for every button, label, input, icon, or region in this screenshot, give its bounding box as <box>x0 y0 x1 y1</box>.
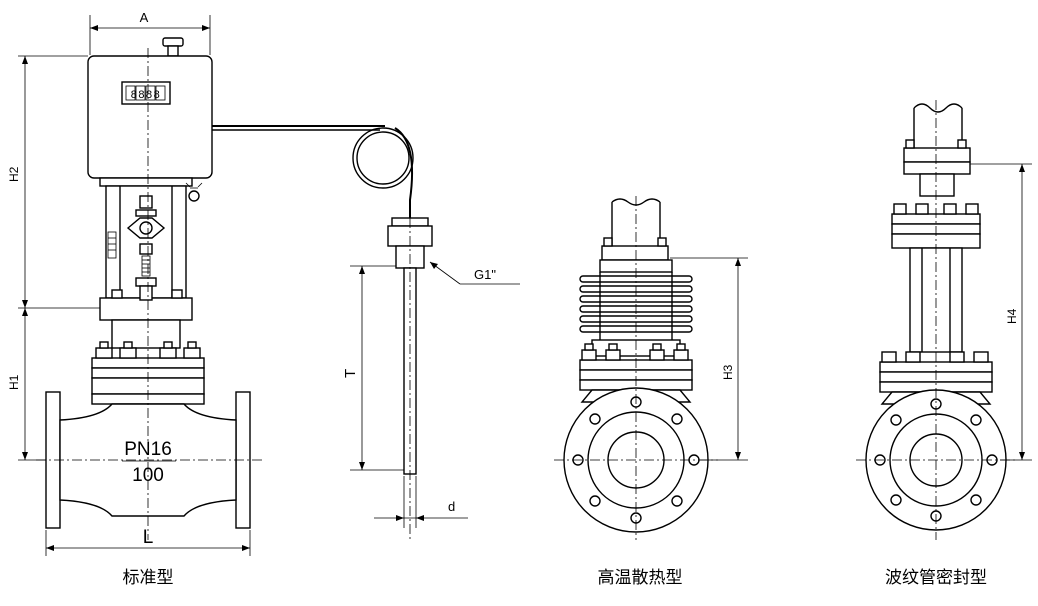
dimension-a: A <box>89 10 211 55</box>
dimension-g: G1" <box>429 261 520 285</box>
yoke <box>105 182 203 299</box>
dim-g-label: G1" <box>474 267 496 282</box>
dimension-d: d <box>374 476 468 528</box>
bonnet <box>99 285 193 349</box>
dim-h4-label: H4 <box>1005 308 1019 324</box>
high-temp-valve: H3 高温散热型 <box>554 196 748 588</box>
dimension-h2-h1: H2 H1 <box>7 55 110 461</box>
dimension-h3: H3 <box>670 257 748 461</box>
valve-body: PN16 100 <box>36 391 262 529</box>
dimension-t: T <box>342 265 404 471</box>
dim-d-label: d <box>448 499 455 514</box>
dim-h2-label: H2 <box>7 166 21 182</box>
dim-h3-label: H3 <box>721 364 735 380</box>
dimension-l: L <box>45 527 251 556</box>
dim-h1-label: H1 <box>7 374 21 390</box>
temperature-sensor <box>212 125 433 540</box>
caption-high-temp: 高温散热型 <box>598 568 683 588</box>
counter-value: 8888 <box>131 89 161 101</box>
actuator-housing: 8888 <box>87 55 213 187</box>
counter-display: 8888 <box>125 85 166 101</box>
dim-t-label: T <box>342 369 359 378</box>
flange-face-mid <box>554 196 718 540</box>
dim-a-label: A <box>140 10 149 25</box>
flange-face-right <box>856 100 1016 540</box>
bellows-valve: H4 波纹管密封型 <box>856 100 1032 588</box>
manual-knob <box>162 37 184 57</box>
caption-bellows: 波纹管密封型 <box>885 568 987 588</box>
caption-standard: 标准型 <box>123 568 174 588</box>
standard-valve: A H2 H1 <box>7 10 520 588</box>
dimension-h4: H4 <box>970 163 1032 461</box>
